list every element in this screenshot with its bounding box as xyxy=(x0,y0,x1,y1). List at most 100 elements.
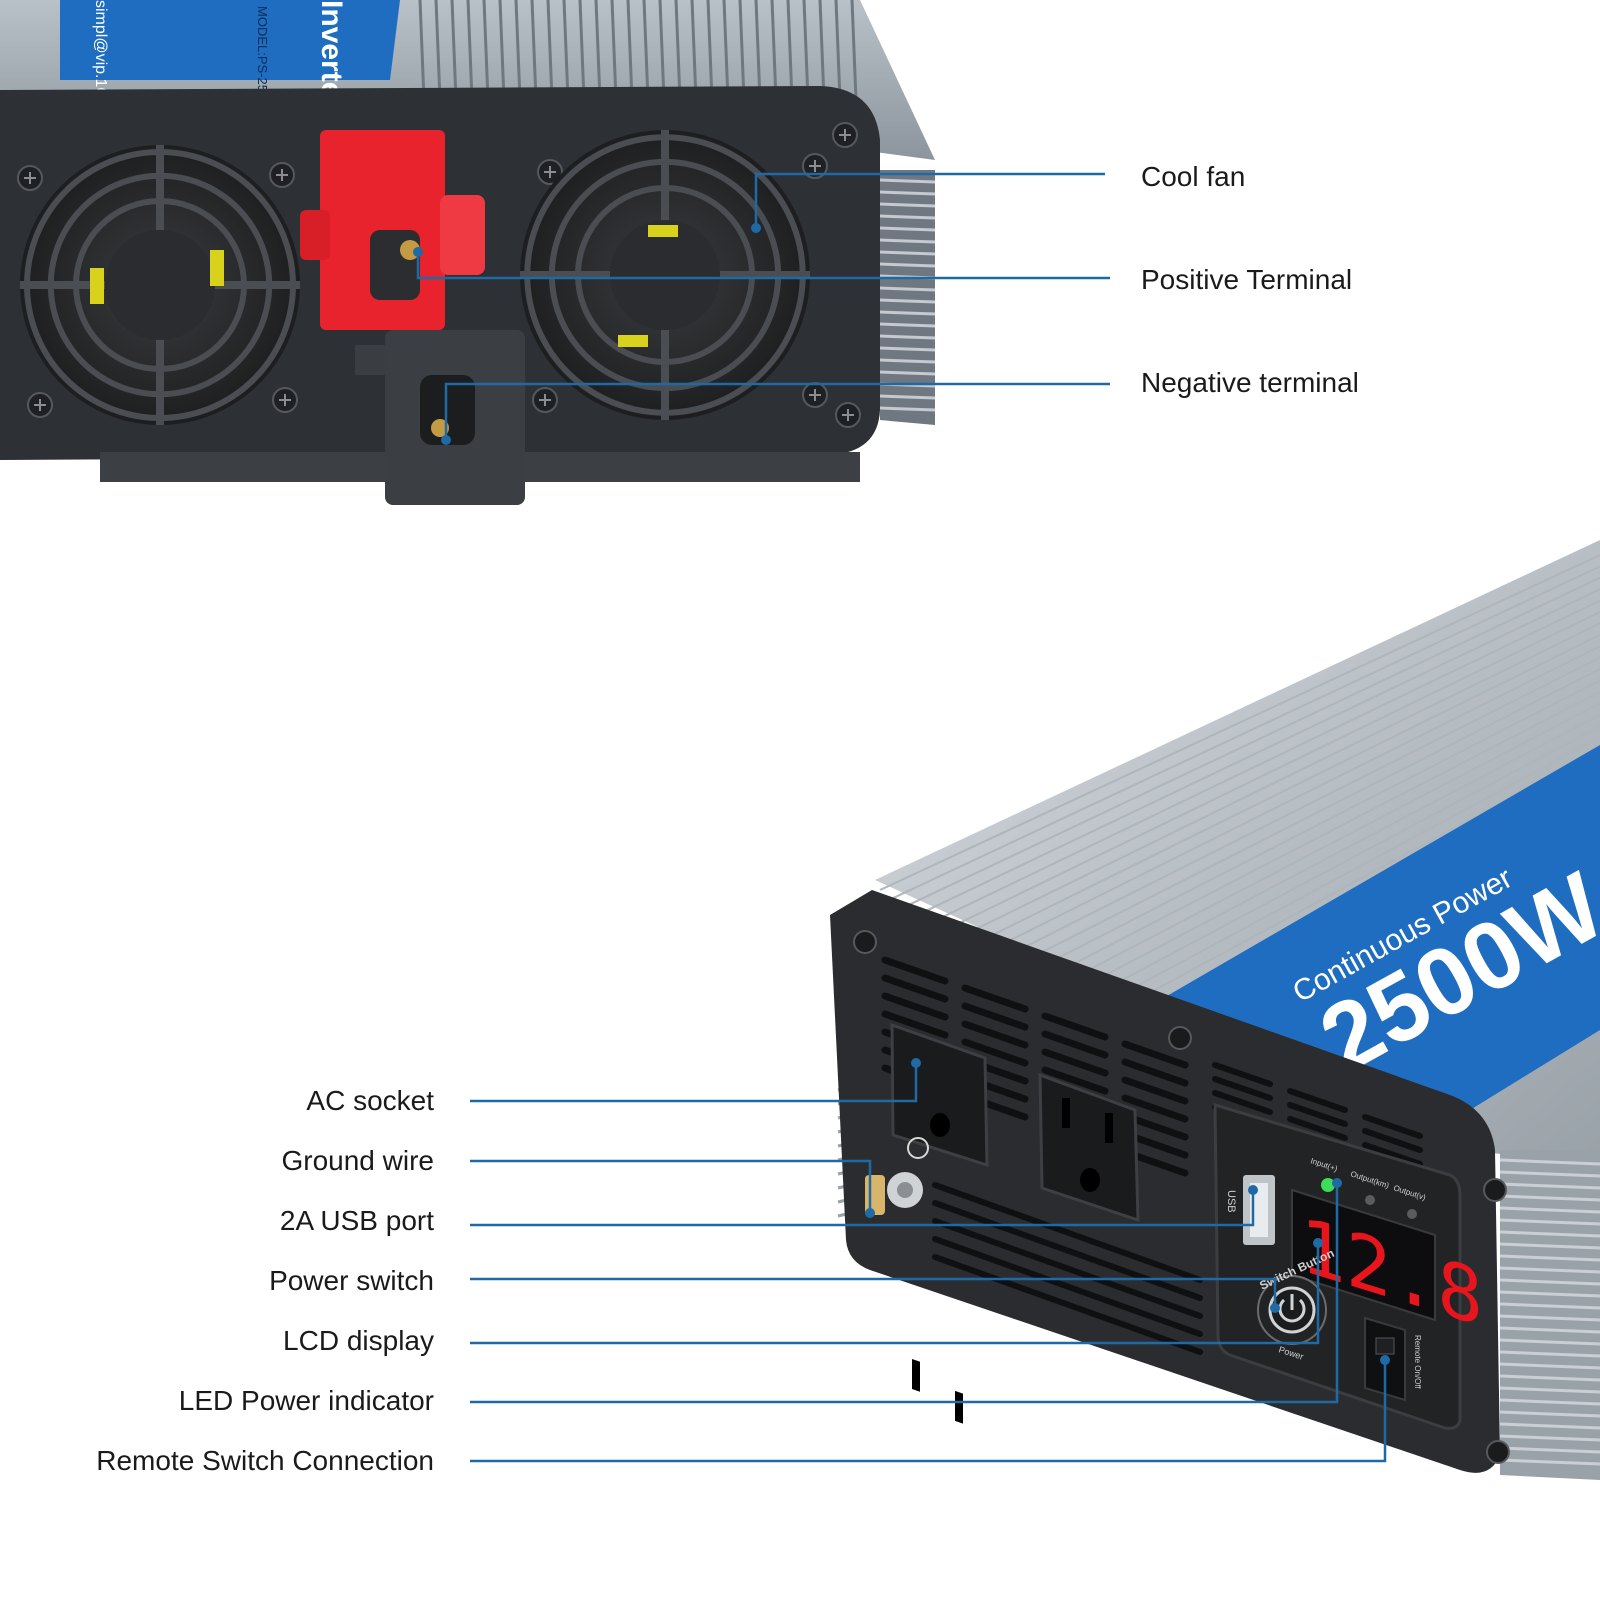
vent-slot xyxy=(932,1200,1203,1301)
callout-dot-power-switch xyxy=(1270,1303,1280,1313)
label-usb-port: 2A USB port xyxy=(279,1205,434,1236)
side-fin xyxy=(879,226,936,232)
callout-dot-remote-switch-connection xyxy=(1380,1355,1390,1365)
callout-line-positive-terminal xyxy=(416,252,1110,280)
side-fin xyxy=(1499,1410,1600,1418)
side-fin xyxy=(879,202,936,208)
side-fin xyxy=(879,250,936,256)
remote-text: Remote On/Off xyxy=(1413,1335,1422,1389)
top-side-fins xyxy=(879,170,936,425)
screw xyxy=(853,930,877,954)
callout-dot-lcd-display xyxy=(1313,1238,1323,1248)
vent-slot xyxy=(881,956,949,985)
side-fin xyxy=(1499,1266,1600,1274)
vent-slot xyxy=(1287,1116,1348,1141)
label-remote-switch-connection: Remote Switch Connection xyxy=(96,1445,434,1476)
side-fin xyxy=(1499,1434,1600,1442)
vent-slot xyxy=(1362,1142,1423,1167)
side-fin xyxy=(1499,1422,1600,1430)
bottom-inverter: Continuous Power 2500W Te xyxy=(830,540,1600,1480)
side-fin xyxy=(1499,1254,1600,1262)
side-fin xyxy=(1499,1278,1600,1286)
callout-dot-ground-wire xyxy=(865,1208,875,1218)
callout-dot-positive-terminal xyxy=(413,247,423,257)
vent-slot xyxy=(881,974,949,1003)
side-fin xyxy=(1499,1374,1600,1382)
side-fin xyxy=(879,178,936,184)
negative-terminal-icon xyxy=(355,330,525,505)
label-ac-socket: AC socket xyxy=(306,1085,434,1116)
callout-line-led-power-indicator xyxy=(470,1183,1339,1404)
side-fin xyxy=(1499,1290,1600,1298)
callout-line-ground-wire xyxy=(470,1159,872,1213)
top-inverter: Inverter MODEL:PS-2500 simpl@vip.163.com xyxy=(0,0,936,505)
side-fin xyxy=(879,262,936,268)
vent-slot xyxy=(1212,1090,1273,1115)
side-fin xyxy=(879,322,936,328)
shell-fin xyxy=(885,565,1600,903)
side-fin xyxy=(1499,1242,1600,1250)
vent-slot xyxy=(932,1254,1203,1355)
callout-line-negative-terminal xyxy=(444,382,1110,440)
side-fin xyxy=(879,190,936,196)
callout-lines xyxy=(413,172,1390,1463)
side-fin xyxy=(879,214,936,220)
side-fin xyxy=(1499,1314,1600,1322)
callout-line-cool-fan xyxy=(754,172,1105,228)
vent-slot xyxy=(881,992,949,1021)
side-fin xyxy=(879,286,936,292)
label-cool-fan: Cool fan xyxy=(1141,161,1246,192)
vent-slot xyxy=(1041,1066,1109,1095)
vent-slot xyxy=(1041,1030,1109,1059)
vent-slot xyxy=(961,984,1029,1013)
side-fin xyxy=(1499,1386,1600,1394)
vent-slot xyxy=(1362,1114,1423,1139)
vent-slot xyxy=(1287,1088,1348,1113)
screw xyxy=(1486,1440,1510,1464)
shell-fin xyxy=(879,554,1600,891)
callout-dot-negative-terminal xyxy=(441,435,451,445)
vent-slot xyxy=(1212,1076,1273,1101)
shell-fin xyxy=(897,588,1600,926)
usb-text: USB xyxy=(1225,1190,1237,1213)
side-fin xyxy=(879,238,936,244)
callout-line-power-switch xyxy=(470,1277,1277,1308)
side-fin xyxy=(879,394,936,400)
side-fin xyxy=(1499,1338,1600,1346)
callout-line-remote-switch-connection xyxy=(470,1360,1387,1463)
callout-line-ac-socket xyxy=(470,1063,918,1103)
led-power-indicator-icon xyxy=(1321,1178,1417,1219)
label-lcd-display: LCD display xyxy=(283,1325,434,1356)
vent-slot xyxy=(1362,1128,1423,1153)
ac-socket-2-icon xyxy=(1038,1072,1140,1223)
top-banner-model: MODEL:PS-2500 xyxy=(255,6,270,106)
shell-fin xyxy=(933,656,1600,994)
shell-fin xyxy=(915,622,1600,960)
vent-slot xyxy=(1121,1040,1189,1069)
vent-slot xyxy=(1121,1058,1189,1087)
side-fin xyxy=(879,358,936,364)
label-led-power-indicator: LED Power indicator xyxy=(178,1385,434,1416)
callout-dot-usb-port xyxy=(1248,1185,1258,1195)
vent-slot xyxy=(961,1020,1029,1049)
side-fin xyxy=(879,406,936,412)
vent-slot xyxy=(1212,1062,1273,1087)
vent-slot xyxy=(881,1010,949,1039)
label-negative-terminal: Negative terminal xyxy=(1141,367,1359,398)
side-fin xyxy=(1499,1218,1600,1226)
vent-slot xyxy=(932,1182,1203,1283)
shell-fin xyxy=(891,576,1600,914)
vent-slot xyxy=(1287,1102,1348,1127)
side-fin xyxy=(879,346,936,352)
bottom-side-fins xyxy=(1499,1150,1600,1480)
label-positive-terminal: Positive Terminal xyxy=(1141,264,1353,295)
top-banner xyxy=(60,0,400,80)
vent-slot xyxy=(1121,1094,1189,1123)
side-fin xyxy=(1499,1194,1600,1202)
side-fin xyxy=(1499,1458,1600,1466)
vent-slot xyxy=(932,1218,1203,1319)
top-screws xyxy=(17,122,861,428)
vent-slot xyxy=(961,1002,1029,1031)
shell-fin xyxy=(939,668,1600,1005)
bottom-banner xyxy=(1160,745,1600,1110)
